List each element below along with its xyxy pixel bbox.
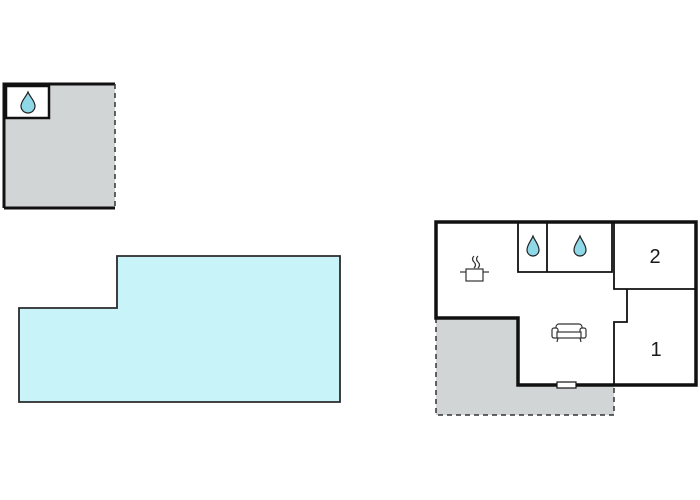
room-label-bedroom-2: 2 — [649, 246, 660, 268]
room-label-bedroom-1: 1 — [650, 339, 661, 361]
door-icon — [556, 381, 577, 389]
cooking-pot-icon — [460, 255, 489, 282]
house-exterior-wall — [434, 220, 698, 387]
water-drop-icon — [573, 234, 587, 257]
water-drop-icon — [20, 90, 36, 114]
water-drop-icon — [526, 234, 540, 257]
house-floor — [436, 222, 696, 385]
main-house: 2 1 — [434, 220, 698, 416]
interior-walls — [517, 222, 696, 385]
outbuilding-wall — [2, 82, 115, 208]
outbuilding — [2, 82, 116, 210]
swimming-pool — [18, 255, 341, 403]
sofa-icon — [551, 323, 587, 343]
terrace-open-edge — [435, 318, 615, 416]
outbuilding-shower — [4, 84, 51, 120]
